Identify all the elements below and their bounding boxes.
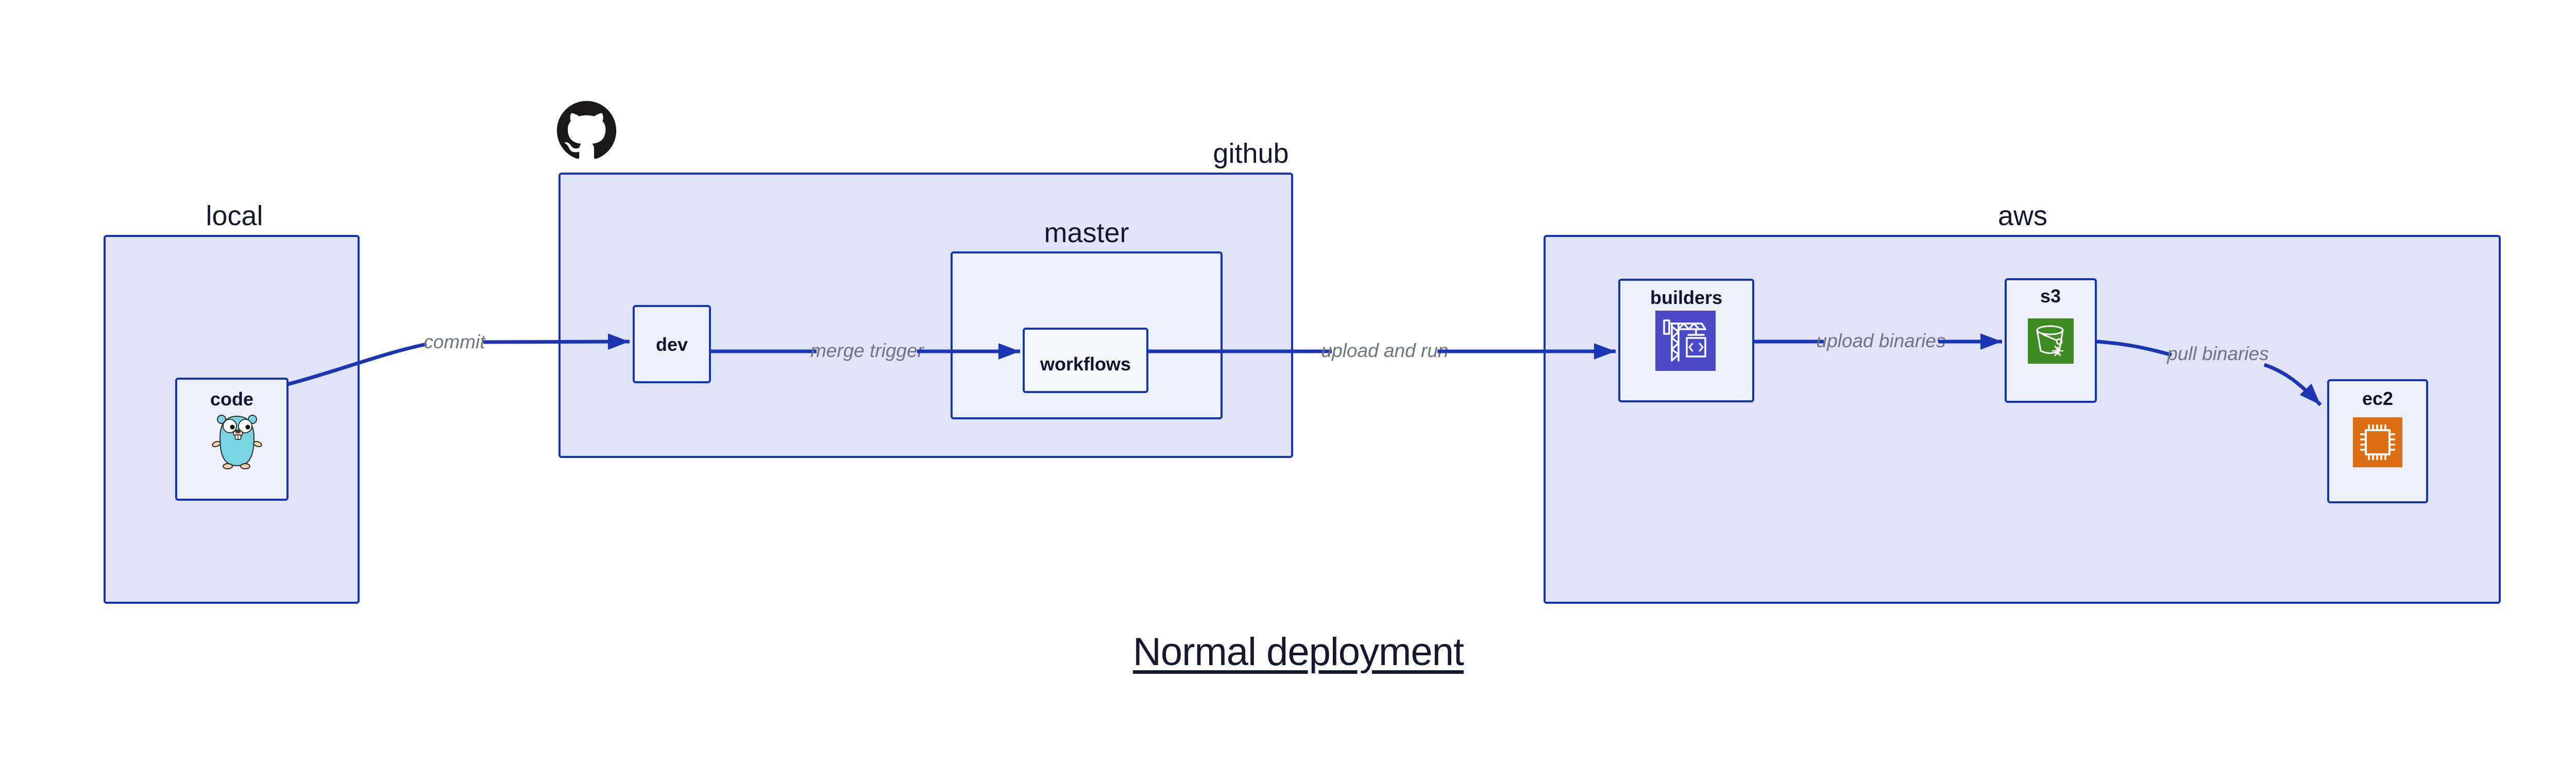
aws-group-label: aws bbox=[1998, 200, 2047, 231]
builders-node-label: builders bbox=[1650, 287, 1722, 308]
ec2-node-label: ec2 bbox=[2362, 388, 2393, 409]
aws-s3-icon bbox=[2028, 318, 2074, 364]
dev-node-box bbox=[633, 305, 711, 383]
edge-pull-binaries-segment-1 bbox=[2096, 339, 2172, 357]
aws-ec2-icon bbox=[2353, 417, 2402, 467]
workflows-node-label: workflows bbox=[1040, 353, 1131, 375]
workflows-node-box bbox=[1023, 328, 1148, 393]
aws-codebuild-icon bbox=[1655, 311, 1716, 371]
master-group-label: master bbox=[1044, 217, 1129, 248]
s3-node-label: s3 bbox=[2040, 285, 2061, 307]
dev-node-label: dev bbox=[656, 334, 688, 355]
edge-pull-binaries-segment-2 bbox=[2263, 363, 2322, 406]
diagram-title: Normal deployment bbox=[1133, 630, 1464, 674]
edge-merge-trigger-label: merge trigger bbox=[810, 340, 925, 361]
edge-commit-segment-1 bbox=[287, 342, 427, 386]
go-gopher-icon bbox=[212, 415, 262, 469]
local-group-label: local bbox=[206, 200, 263, 231]
edge-upload-binaries-label: upload binaries bbox=[1817, 330, 1946, 351]
code-node-label: code bbox=[210, 388, 253, 410]
github-octocat-icon bbox=[557, 101, 617, 159]
edge-upload-and-run-label: upload and run bbox=[1321, 340, 1449, 361]
github-group-label: github bbox=[1213, 138, 1289, 169]
aws-group-box bbox=[1544, 235, 2501, 604]
edge-pull-binaries-label: pull binaries bbox=[2166, 343, 2268, 364]
edge-commit-label: commit bbox=[423, 331, 486, 352]
